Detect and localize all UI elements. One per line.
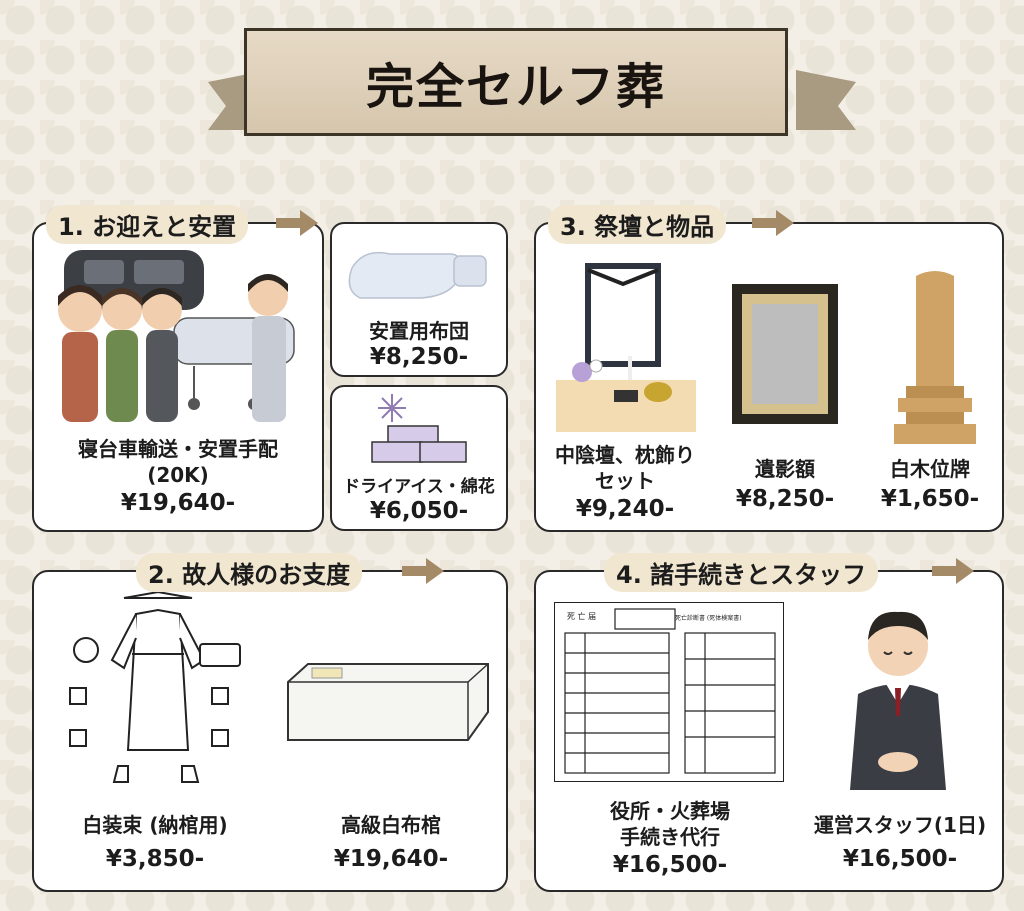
- staff-price: ¥16,500-: [842, 846, 958, 872]
- section-3-label: 3. 祭壇と物品: [548, 205, 727, 244]
- section-4-arrow-icon: [932, 558, 974, 584]
- section-1-arrow-icon: [276, 210, 318, 236]
- dry-ice-price: ¥6,050-: [369, 498, 469, 524]
- altar-set-price: ¥9,240-: [575, 496, 675, 522]
- title-banner: 完全セルフ葬: [244, 28, 788, 136]
- page-title: 完全セルフ葬: [365, 59, 666, 115]
- dry-ice-illustration: [371, 394, 467, 463]
- section-4-label: 4. 諸手続きとスタッフ: [604, 553, 879, 592]
- portrait-frame-price: ¥8,250-: [735, 486, 835, 512]
- white-coffin-illustration: [287, 663, 489, 741]
- staff-name: 運営スタッフ(1日): [813, 813, 987, 837]
- form-title-left: 死 亡 届: [567, 612, 597, 621]
- white-robe-set-illustration: [69, 590, 241, 783]
- white-robe-price: ¥3,850-: [105, 846, 205, 872]
- white-coffin-name: 高級白布棺: [341, 813, 441, 837]
- procedures-name-line1: 役所・火葬場: [610, 799, 730, 823]
- futon-price: ¥8,250-: [369, 344, 469, 370]
- portrait-frame-name: 遺影額: [755, 457, 815, 481]
- memorial-tablet-price: ¥1,650-: [880, 486, 980, 512]
- futon-card: [330, 222, 508, 377]
- memorial-tablet-illustration: [894, 271, 976, 444]
- futon-name: 安置用布団: [369, 319, 469, 343]
- white-coffin-price: ¥19,640-: [333, 846, 449, 872]
- altar-set-name-line2: セット: [595, 469, 655, 493]
- transport-service-name-line2: (20K): [147, 463, 209, 487]
- staff-bowing-illustration: [850, 611, 946, 790]
- white-robe-name: 白装束 (納棺用): [82, 813, 228, 837]
- futon-illustration: [348, 251, 487, 299]
- transport-staff-illustration: [58, 250, 295, 422]
- section-1-label: 1. お迎えと安置: [46, 205, 249, 244]
- death-certificate-form: 死 亡 届 死亡診断書 (死体検案書): [554, 602, 784, 782]
- section-3-arrow-icon: [752, 210, 794, 236]
- form-title-right: 死亡診断書 (死体検案書): [675, 615, 742, 622]
- memorial-tablet-name: 白木位牌: [890, 457, 970, 481]
- section-2-arrow-icon: [402, 558, 444, 584]
- altar-set-illustration: [556, 263, 696, 432]
- transport-service-name-line1: 寝台車輸送・安置手配: [78, 437, 278, 461]
- altar-set-name-line1: 中陰壇、枕飾り: [555, 443, 695, 467]
- portrait-frame-illustration: [732, 284, 838, 424]
- section-2-label: 2. 故人様のお支度: [136, 553, 363, 592]
- transport-service-price: ¥19,640-: [120, 490, 236, 516]
- procedures-price: ¥16,500-: [612, 852, 728, 878]
- procedures-name-line2: 手続き代行: [620, 825, 720, 849]
- dry-ice-name: ドライアイス・綿花: [343, 477, 495, 497]
- dry-ice-card: [330, 385, 508, 531]
